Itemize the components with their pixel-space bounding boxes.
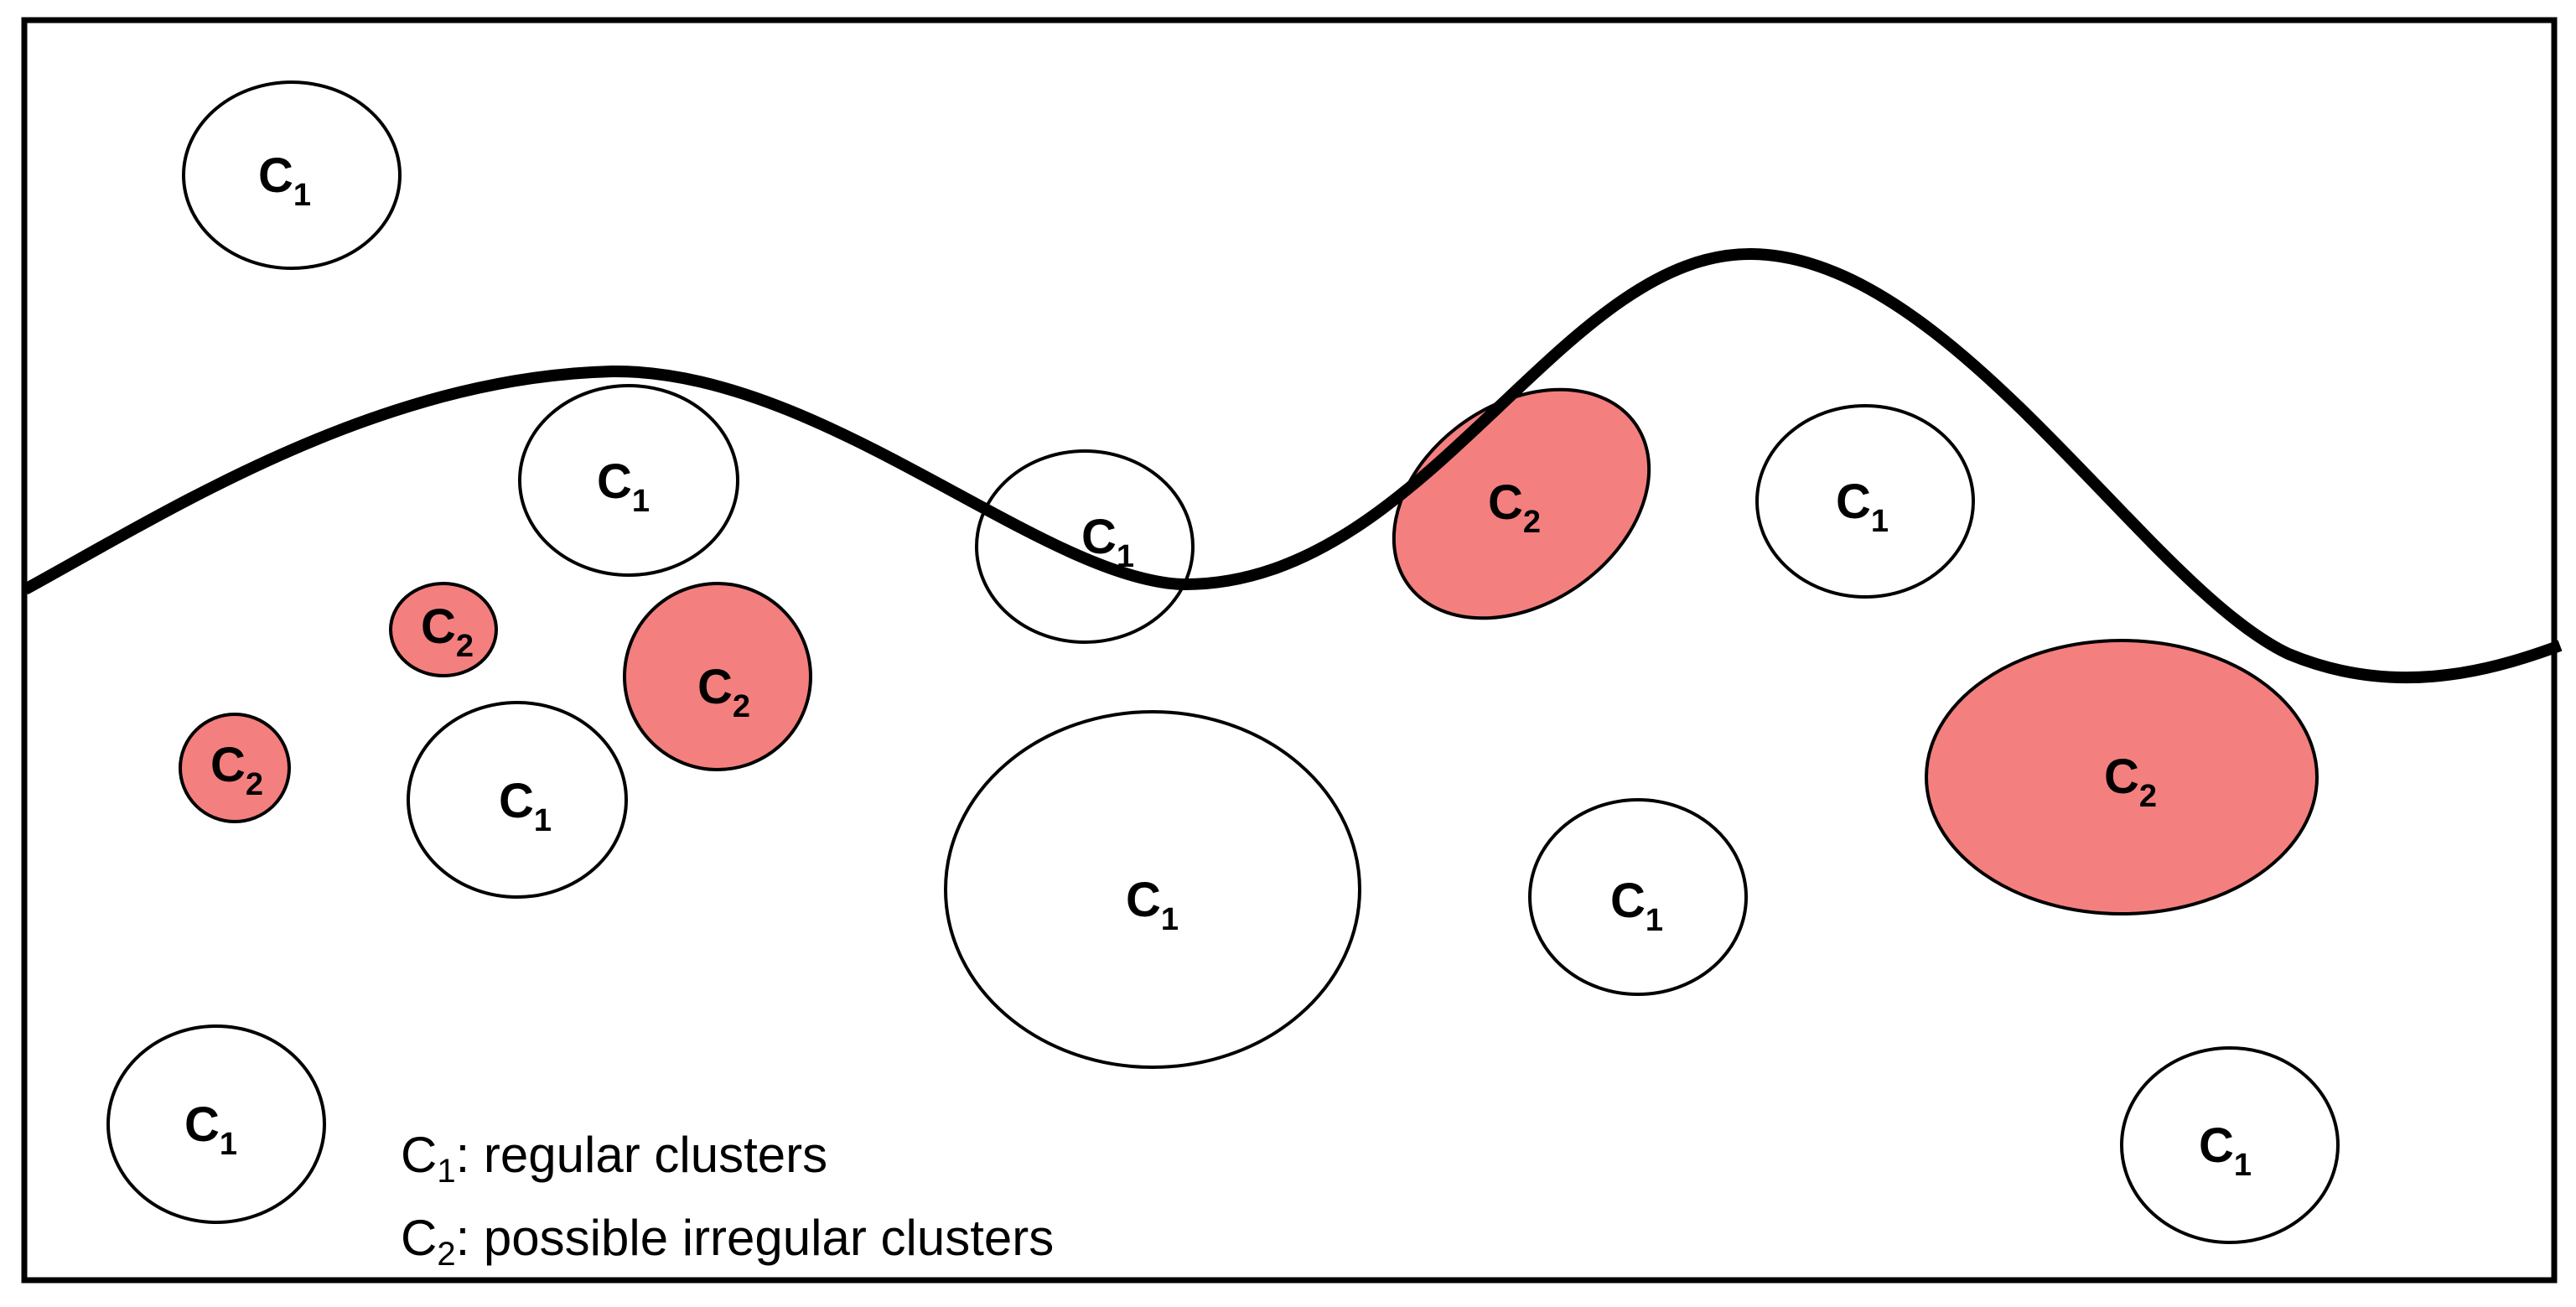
cluster-label: C1 <box>1126 873 1179 937</box>
cluster-label: C1 <box>258 148 311 213</box>
cluster-regular: C1 <box>1528 798 1748 996</box>
cluster-irregular: C2 <box>1925 639 2319 915</box>
cluster-regular: C1 <box>1755 404 1975 599</box>
legend: C1: regular clusters C2: possible irregu… <box>401 1127 1054 1273</box>
cluster-label: C1 <box>184 1097 237 1162</box>
cluster-regular: C1 <box>182 80 402 270</box>
cluster-regular: C1 <box>944 710 1361 1069</box>
cluster-irregular: C2 <box>179 713 291 823</box>
cluster-regular: C1 <box>975 449 1195 644</box>
cluster-shape <box>1925 639 2319 915</box>
cluster-label: C1 <box>597 454 650 519</box>
cluster-regular: C1 <box>407 701 628 899</box>
legend-irregular: C2: possible irregular clusters <box>401 1210 1054 1273</box>
cluster-label: C1 <box>1081 510 1134 574</box>
cluster-label: C2 <box>421 599 474 664</box>
cluster-label: C2 <box>2104 749 2157 814</box>
cluster-irregular: C2 <box>623 582 812 771</box>
cluster-shape <box>1528 798 1748 996</box>
boundary-curve <box>22 247 2563 684</box>
legend-regular: C1: regular clusters <box>401 1127 827 1190</box>
cluster-shape <box>179 713 291 823</box>
cluster-shape <box>2120 1046 2340 1244</box>
cluster-shape <box>975 449 1195 644</box>
cluster-shape <box>389 582 498 677</box>
cluster-label: C1 <box>2199 1118 2252 1183</box>
cluster-shape <box>182 80 402 270</box>
cluster-regular: C1 <box>106 1024 326 1224</box>
cluster-shape <box>1755 404 1975 599</box>
cluster-label: C2 <box>697 660 750 724</box>
cluster-shape <box>407 701 628 899</box>
cluster-shape <box>106 1024 326 1224</box>
cluster-label: C1 <box>499 774 552 838</box>
cluster-label: C2 <box>1488 475 1541 540</box>
cluster-shape <box>944 710 1361 1069</box>
cluster-regular: C1 <box>518 384 739 577</box>
cluster-shape <box>518 384 739 577</box>
cluster-label: C1 <box>1610 874 1663 938</box>
cluster-irregular: C2 <box>389 582 498 677</box>
cluster-shape <box>623 582 812 771</box>
cluster-label: C1 <box>1836 475 1889 539</box>
cluster-label: C2 <box>210 738 263 802</box>
cluster-regular: C1 <box>2120 1046 2340 1244</box>
